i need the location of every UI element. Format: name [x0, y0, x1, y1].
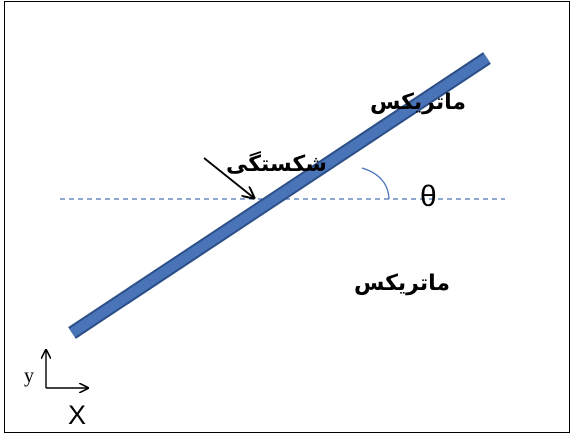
axis-y-label: y	[24, 365, 34, 387]
fracture-label: شکستگی	[226, 150, 327, 177]
fracture-bar	[68, 52, 491, 339]
matrix-bottom-label: ماتریکس	[354, 271, 450, 296]
axis-arrow-icon	[46, 350, 88, 388]
arrow-icon	[203, 157, 254, 198]
axis-x-label: X	[68, 400, 86, 430]
matrix-top-label: ماتریکس	[370, 90, 466, 115]
angle-arc	[361, 167, 390, 200]
theta-label: θ	[420, 180, 437, 213]
